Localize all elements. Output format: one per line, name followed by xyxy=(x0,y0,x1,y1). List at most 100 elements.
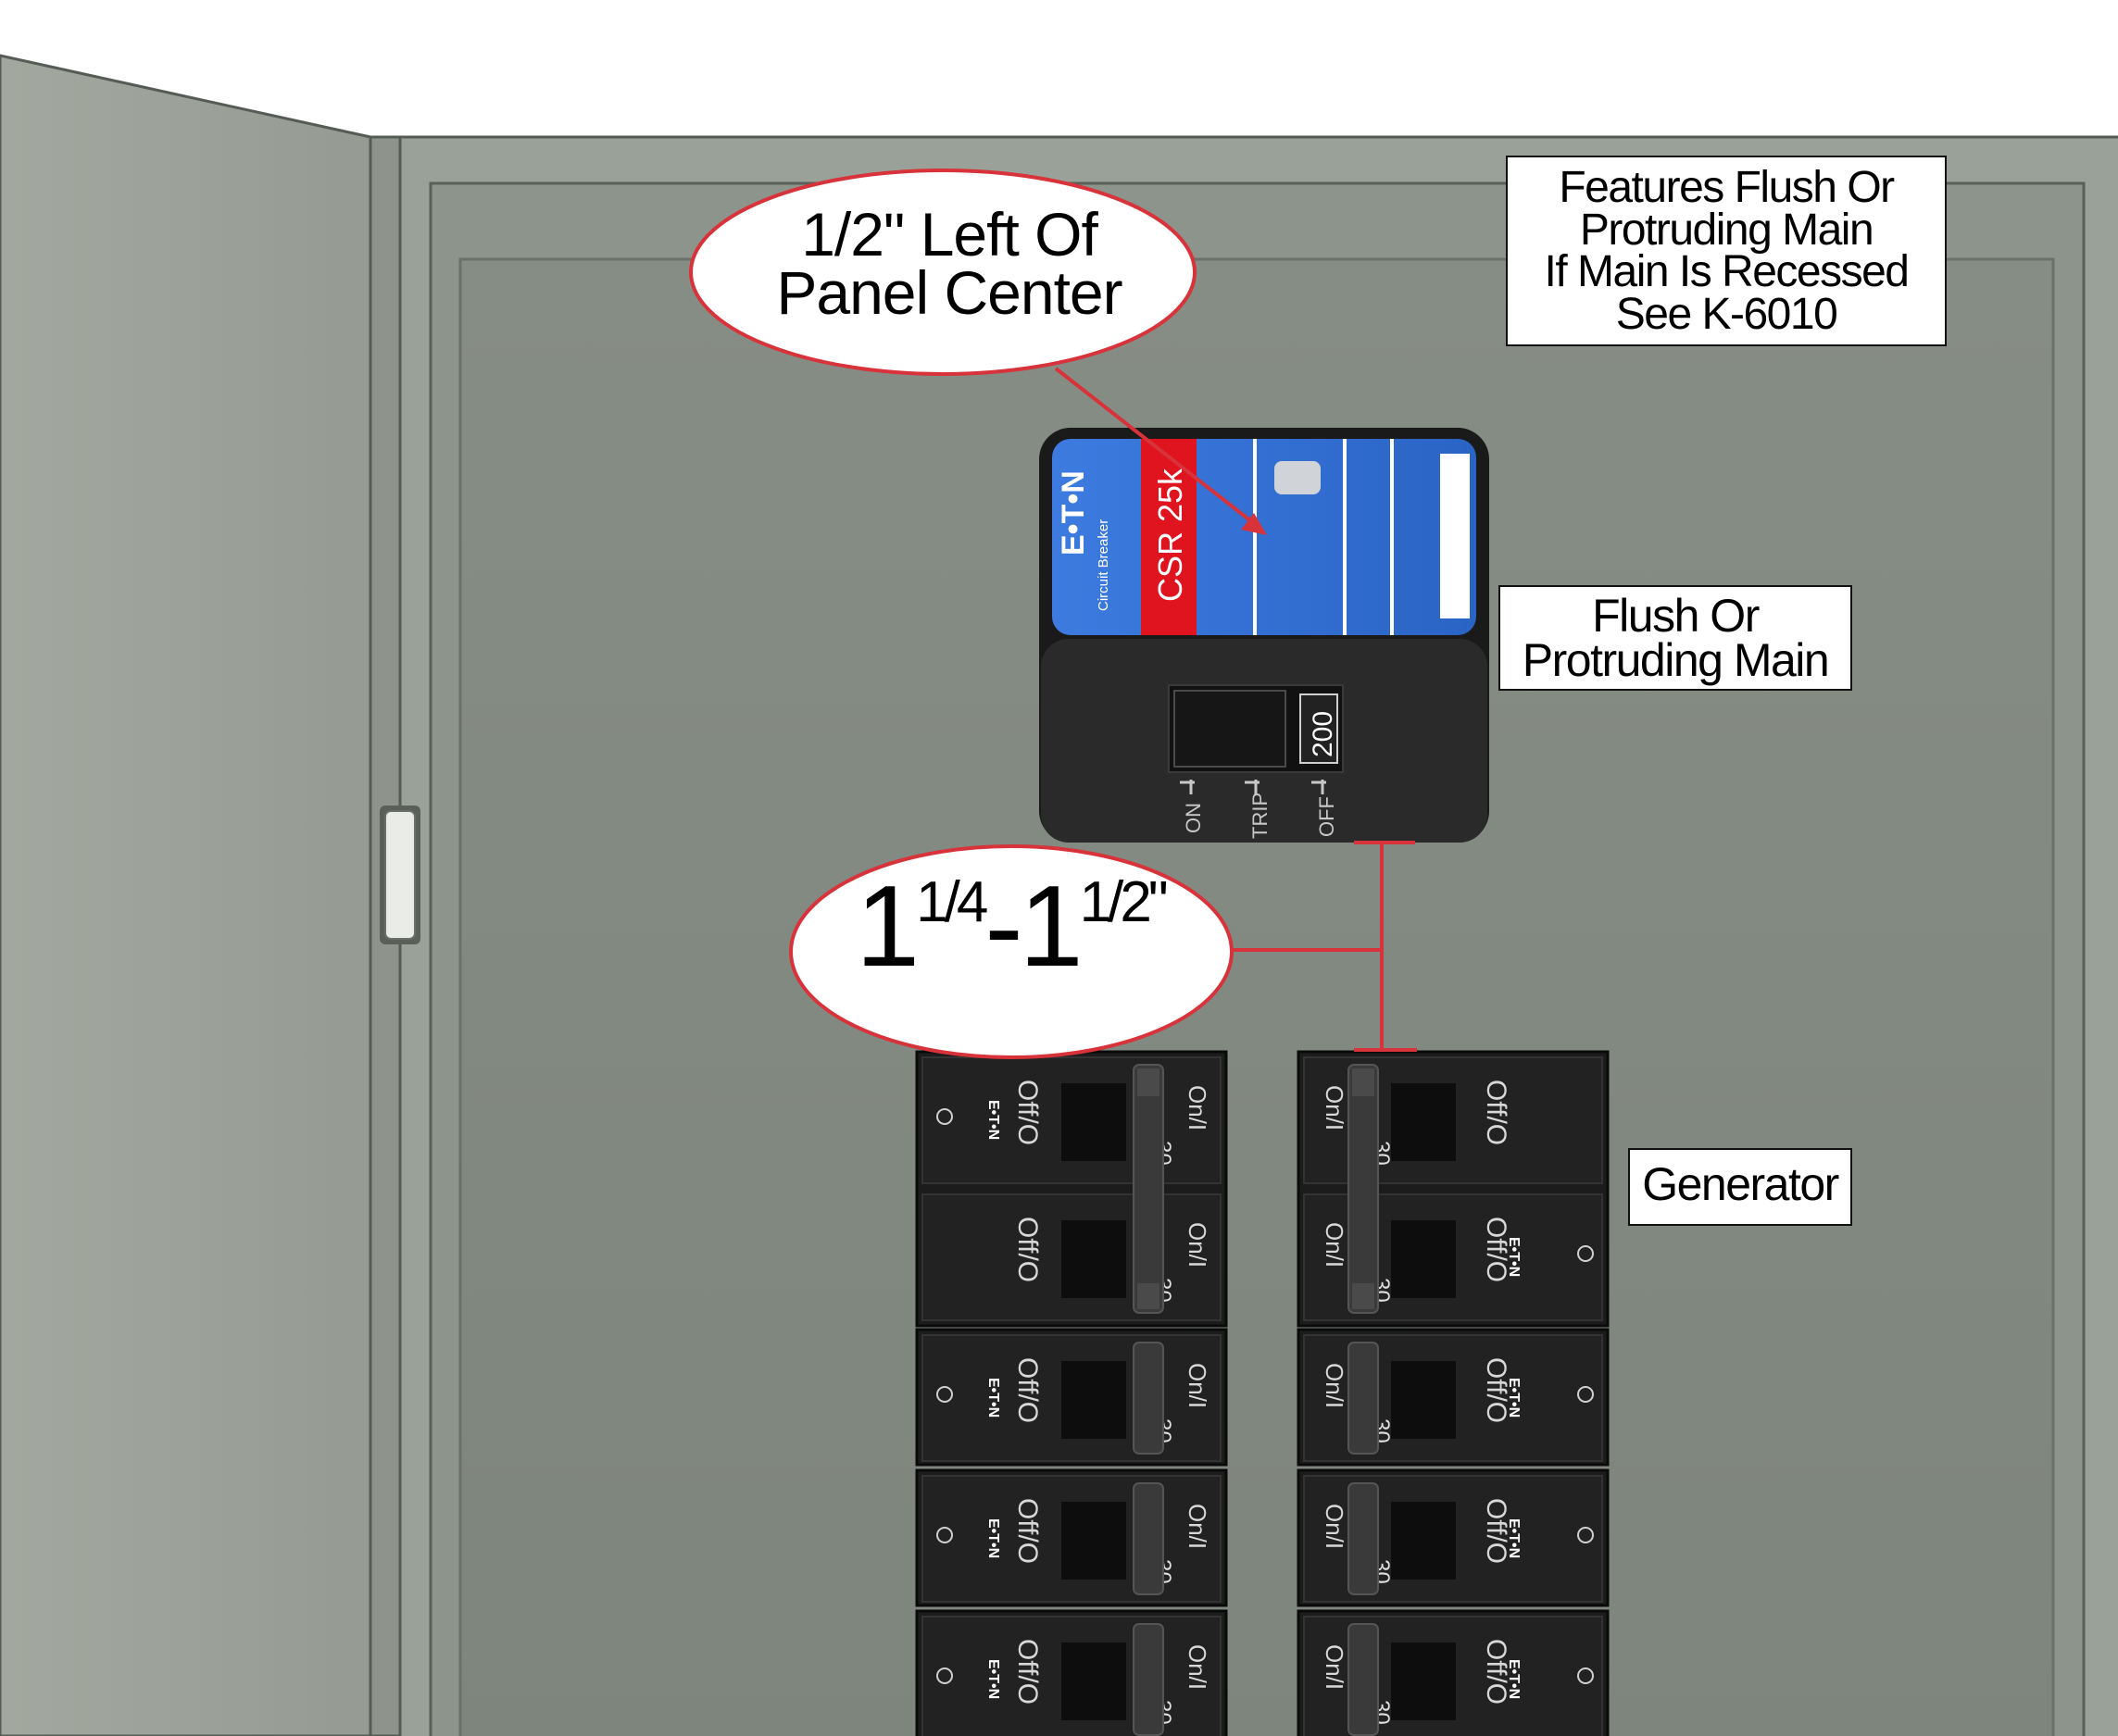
features-line-1: Features Flush Or xyxy=(1559,163,1895,212)
offset-bubble-shape xyxy=(689,169,1197,376)
breaker-toggle[interactable] xyxy=(1347,1482,1379,1595)
ul-mark-icon xyxy=(936,1527,953,1543)
offset-leader xyxy=(1054,367,1261,530)
breaker-brand: E•T•N xyxy=(1506,1237,1522,1277)
tie-bar[interactable] xyxy=(1347,1064,1379,1314)
offset-bubble-line-2: Panel Center xyxy=(776,258,1122,328)
ul-mark-icon xyxy=(1577,1527,1594,1543)
breaker-off-label: Off/O xyxy=(1481,1357,1511,1423)
breaker-handle-well xyxy=(1391,1502,1456,1580)
breaker-brand: E•T•N xyxy=(985,1378,1001,1418)
generator-label: Generator xyxy=(1642,1158,1839,1210)
offset-bubble: 1/2" Left Of Panel Center xyxy=(732,200,1167,328)
ul-mark-icon xyxy=(936,1386,953,1403)
tie-bar-cap xyxy=(1137,1068,1159,1096)
gap-bubble-shape xyxy=(789,844,1234,1059)
leader-lines xyxy=(1054,367,1417,1052)
breaker-handle-well xyxy=(1391,1642,1456,1720)
breaker-brand: E•T•N xyxy=(985,1100,1001,1140)
breaker-on-label: On/I xyxy=(1184,1085,1211,1130)
main-breaker-indicator xyxy=(1274,461,1321,494)
tie-bar-cap xyxy=(1137,1283,1159,1309)
breaker-handle-well xyxy=(1061,1502,1126,1580)
ul-mark-icon xyxy=(936,1667,953,1684)
generator-callout: Generator xyxy=(1628,1148,1852,1226)
ul-mark-icon xyxy=(936,1108,953,1125)
breaker-handle-well xyxy=(1061,1220,1126,1298)
breaker-on-label: On/I xyxy=(1321,1085,1348,1130)
main-breaker-brand: E•T•N xyxy=(1056,470,1091,556)
gap-b-fraction: 1/2" xyxy=(1079,870,1169,934)
gap-a-whole: 1 xyxy=(856,863,920,991)
breaker-brand: E•T•N xyxy=(1506,1518,1522,1558)
breaker-toggle[interactable] xyxy=(1347,1342,1379,1455)
breaker-handle-well xyxy=(1061,1642,1126,1720)
breaker-handle-well xyxy=(1061,1361,1126,1439)
panel-door xyxy=(0,54,402,1736)
breaker-handle-well xyxy=(1391,1361,1456,1439)
features-line-3: If Main Is Recessed xyxy=(1544,247,1911,297)
main-breaker-rating: 200 xyxy=(1308,711,1338,757)
offset-bubble-line-1: 1/2" Left Of xyxy=(801,200,1098,269)
breaker-on-label: On/I xyxy=(1184,1644,1211,1690)
breaker-toggle[interactable] xyxy=(1347,1623,1379,1736)
breaker-on-label: On/I xyxy=(1184,1222,1211,1268)
breaker-toggle[interactable] xyxy=(1133,1482,1164,1595)
breaker-on-label: On/I xyxy=(1184,1504,1211,1549)
flush-line-2: Protruding Main xyxy=(1522,633,1830,686)
branch-breakers: 30Off/OOn/IE•T•N30Off/OOn/I30Off/OOn/IE•… xyxy=(915,1050,1610,1736)
gap-bubble: 11/4-11/2" xyxy=(793,861,1228,993)
enclosure xyxy=(398,135,2118,1736)
tie-bar[interactable] xyxy=(1133,1064,1164,1314)
main-breaker-label-strip xyxy=(1440,454,1470,618)
breaker-off-label: Off/O xyxy=(1012,1498,1043,1564)
breaker-handle-well xyxy=(1061,1083,1126,1161)
main-breaker-trip-label: TRIP xyxy=(1248,793,1272,839)
tie-bar-cap xyxy=(1352,1068,1374,1096)
main-breaker-handle[interactable] xyxy=(1173,690,1286,768)
breaker-off-label: Off/O xyxy=(1012,1080,1043,1145)
breaker-brand: E•T•N xyxy=(1506,1659,1522,1699)
breaker-on-label: On/I xyxy=(1184,1363,1211,1408)
main-breaker-brand-sub: Circuit Breaker xyxy=(1096,519,1111,611)
gap-dash: - xyxy=(984,863,1022,991)
breaker-toggle[interactable] xyxy=(1133,1623,1164,1736)
gap-a-fraction: 1/4 xyxy=(916,870,988,934)
gap-b-whole: 1 xyxy=(1019,863,1084,991)
main-breaker-on-label: ON xyxy=(1182,803,1205,833)
breaker-off-label: Off/O xyxy=(1481,1639,1511,1705)
door-latch[interactable] xyxy=(380,806,420,944)
breaker-off-label: Off/O xyxy=(1012,1217,1043,1282)
breaker-on-label: On/I xyxy=(1321,1504,1348,1549)
breaker-on-label: On/I xyxy=(1321,1363,1348,1408)
ul-mark-icon xyxy=(1577,1386,1594,1403)
features-line-4: See K-6010 xyxy=(1615,289,1838,339)
features-callout: Features Flush Or Protruding Main If Mai… xyxy=(1506,156,1947,346)
breaker-off-label: Off/O xyxy=(1012,1639,1043,1705)
features-line-2: Protruding Main xyxy=(1579,205,1874,255)
main-breaker-rating-badge xyxy=(1299,693,1338,764)
breaker-off-label: Off/O xyxy=(1481,1217,1511,1282)
offset-leader-arrowhead xyxy=(1241,513,1267,535)
breaker-toggle[interactable] xyxy=(1133,1342,1164,1455)
tie-bar-cap xyxy=(1352,1283,1374,1309)
breaker-off-label: Off/O xyxy=(1481,1498,1511,1564)
main-breaker[interactable]: E•T•N Circuit Breaker CSR 25k 200 ON TRI… xyxy=(1039,428,1489,843)
ul-mark-icon xyxy=(1577,1245,1594,1262)
breaker-off-label: Off/O xyxy=(1481,1080,1511,1145)
breaker-handle-well xyxy=(1391,1220,1456,1298)
breaker-brand: E•T•N xyxy=(1506,1378,1522,1418)
breaker-brand: E•T•N xyxy=(985,1518,1001,1558)
breaker-brand: E•T•N xyxy=(985,1659,1001,1699)
breaker-on-label: On/I xyxy=(1321,1222,1348,1268)
flush-line-1: Flush Or xyxy=(1592,590,1760,642)
